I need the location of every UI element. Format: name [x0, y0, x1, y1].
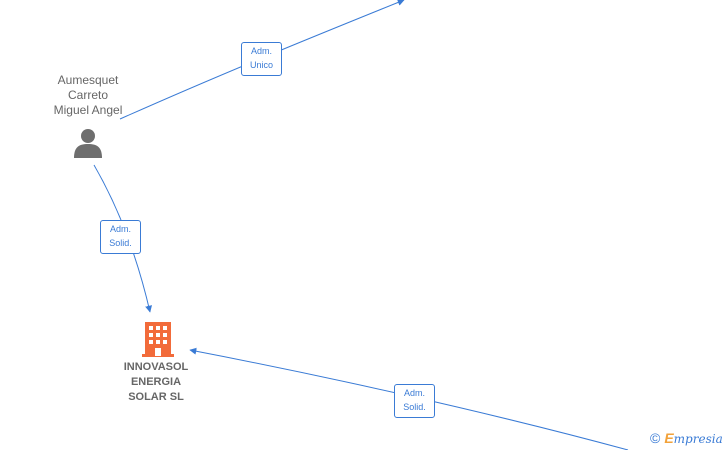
- role-line: Adm.: [109, 224, 131, 234]
- role-line: Adm.: [250, 46, 272, 56]
- person-name-line: Miguel Angel: [53, 103, 123, 117]
- person-name-line: Aumesquet: [57, 73, 119, 87]
- building-icon[interactable]: [140, 320, 176, 358]
- empresia-watermark[interactable]: ©Empresia: [650, 430, 723, 446]
- person-name-label[interactable]: Aumesquet Carreto Miguel Angel: [38, 73, 138, 118]
- role-line: Solid.: [403, 402, 426, 412]
- role-line: Solid.: [109, 238, 132, 248]
- role-badge-adm-solid: Adm. Solid.: [100, 220, 141, 254]
- company-name-line: SOLAR SL: [128, 391, 184, 403]
- brand-initial: E: [664, 430, 674, 446]
- person-icon[interactable]: [71, 127, 105, 161]
- role-badge-adm-unico: Adm. Unico: [241, 42, 282, 76]
- company-name-line: ENERGIA: [130, 376, 182, 388]
- company-name-label[interactable]: INNOVASOL ENERGIA SOLAR SL: [106, 360, 206, 405]
- role-line: Adm.: [403, 388, 425, 398]
- role-badge-adm-solid: Adm. Solid.: [394, 384, 435, 418]
- role-line: Unico: [249, 60, 273, 70]
- company-name-line: INNOVASOL: [123, 361, 189, 373]
- brand-name: mpresia: [673, 432, 723, 446]
- person-name-line: Carreto: [67, 88, 108, 102]
- copyright-icon: ©: [650, 430, 661, 446]
